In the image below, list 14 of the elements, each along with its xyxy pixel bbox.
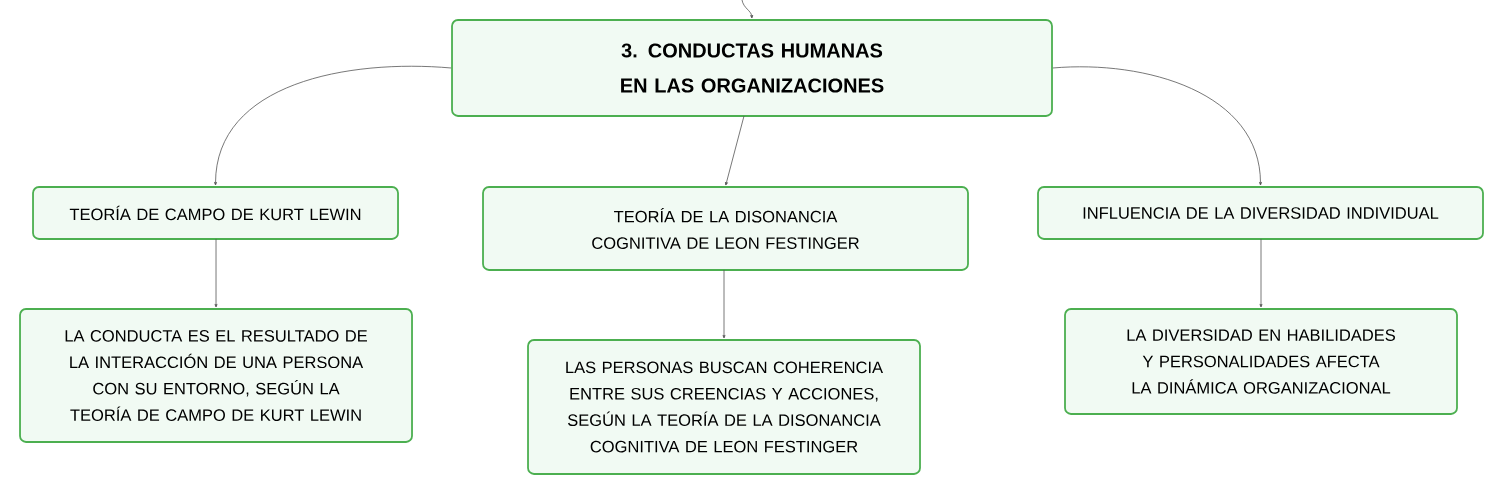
arrow bbox=[1259, 238, 1263, 308]
topic-box: TEORÍA DE LA DISONANCIA COGNITIVA DE LEON FESTINGER bbox=[482, 186, 969, 271]
topic-box: TEORÍA DE CAMPO DE KURT LEWIN bbox=[32, 186, 399, 240]
topic-box: LAS PERSONAS BUSCAN COHERENCIA ENTRE SUS CREENCIAS Y ACCIONES, SEGÚN LA TEORÍA DE LA DISONANCIA COGNITIVA DE LEON FESTINGER bbox=[527, 339, 921, 475]
arrow bbox=[725, 115, 745, 186]
arrow bbox=[722, 269, 726, 339]
arrow bbox=[1052, 66, 1262, 186]
arrow bbox=[214, 66, 452, 186]
arrow bbox=[214, 238, 218, 308]
topic-box: 3. CONDUCTAS HUMANAS EN LAS ORGANIZACIONES bbox=[451, 19, 1053, 117]
arrow bbox=[741, 0, 754, 19]
topic-box: INFLUENCIA DE LA DIVERSIDAD INDIVIDUAL bbox=[1037, 186, 1484, 240]
topic-box: LA CONDUCTA ES EL RESULTADO DE LA INTERACCIÓN DE UNA PERSONA CON SU ENTORNO, SEGÚN LA TEORÍA DE CAMPO DE KURT LEWIN bbox=[19, 308, 413, 443]
topic-box: LA DIVERSIDAD EN HABILIDADES Y PERSONALIDADES AFECTA LA DINÁMICA ORGANIZACIONAL bbox=[1064, 308, 1458, 415]
